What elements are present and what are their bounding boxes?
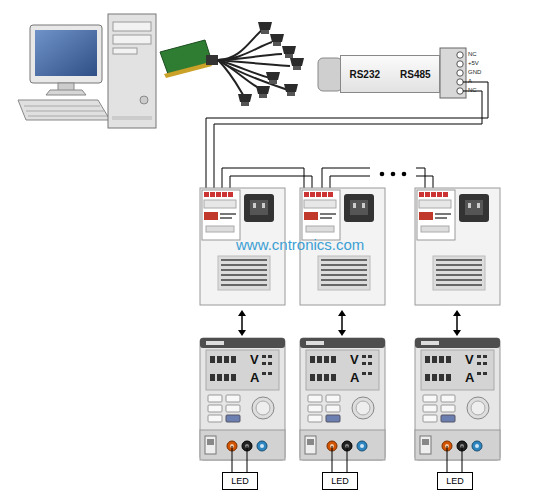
watermark: www.cntronics.com: [236, 236, 364, 253]
power-supply-panel: VA: [200, 338, 285, 460]
node-text: RS232: [349, 69, 380, 80]
lead-wire: [332, 460, 333, 472]
pin-name: GND: [468, 69, 481, 75]
power-supply-panel: VA: [415, 338, 500, 460]
pin-name: A: [468, 78, 472, 84]
node-text: RS485: [400, 69, 431, 80]
lead-wire: [447, 460, 448, 472]
node-text: V: [350, 353, 359, 366]
led-load: LED: [222, 472, 258, 490]
node-text: A: [465, 371, 474, 384]
pin-name: NC: [468, 87, 477, 93]
led-load: LED: [437, 472, 473, 490]
node-text: LED: [331, 476, 349, 486]
lead-wire: [232, 460, 233, 472]
pin-name: NC: [468, 51, 477, 57]
converter-box: RS232 RS485: [340, 55, 440, 93]
pin-name: +5V: [468, 60, 479, 66]
node-text: LED: [231, 476, 249, 486]
power-supply-panel: VA: [300, 338, 385, 460]
node-text: LED: [446, 476, 464, 486]
node-text: V: [465, 353, 474, 366]
node-text: A: [350, 371, 359, 384]
led-load: LED: [322, 472, 358, 490]
node-text: A: [250, 371, 259, 384]
node-text: V: [250, 353, 259, 366]
